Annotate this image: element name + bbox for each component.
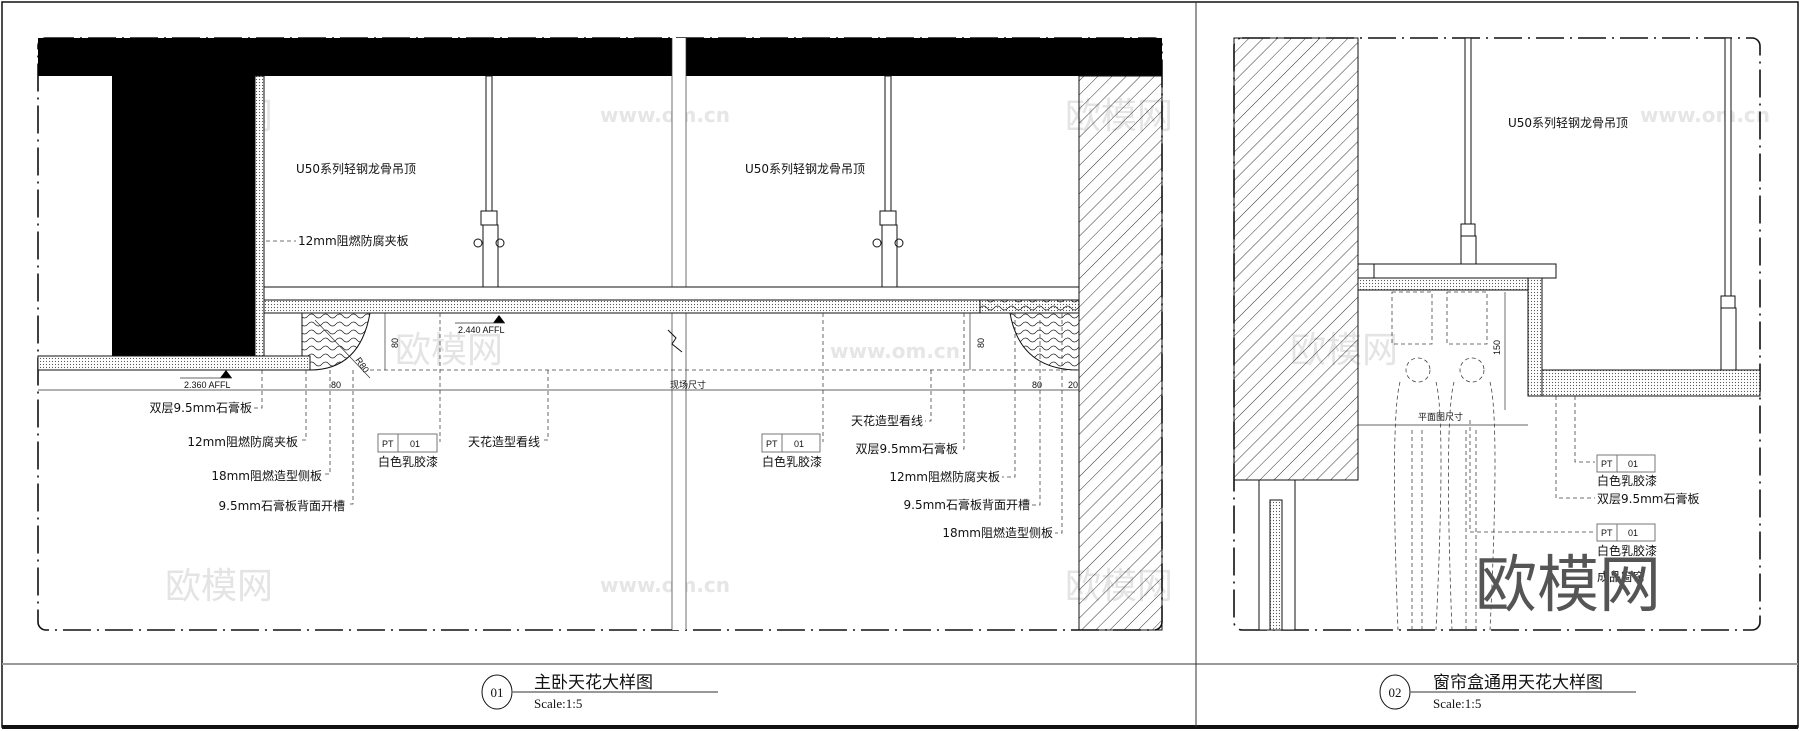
leader-label: 天花造型看线: [468, 434, 540, 449]
hatched-wall: [1078, 75, 1163, 631]
lower-ceiling-board: [1541, 369, 1761, 397]
paint-tag-left: PT 01 白色乳胶漆: [377, 433, 438, 469]
watermark-url: www.om.cn: [600, 573, 730, 597]
detail-title: 窗帘盒通用天花大样图: [1433, 673, 1603, 693]
leader-label: 12mm阻燃防腐夹板: [889, 469, 1000, 484]
detail-scale: Scale:1:5: [1433, 696, 1481, 711]
wood-block: [1357, 263, 1375, 279]
window-frame: [1258, 479, 1296, 631]
watermark-url: www.om.cn: [1640, 103, 1770, 127]
break-strip: [672, 38, 686, 630]
detail-scale: Scale:1:5: [534, 696, 582, 711]
radius-label: R80: [353, 355, 371, 374]
svg-text:PT: PT: [766, 439, 778, 449]
dim-height-left: 80: [390, 338, 400, 348]
detail-title: 主卧天花大样图: [534, 673, 653, 693]
leader-label: 18mm阻燃造型侧板: [942, 525, 1053, 540]
paint-desc: 白色乳胶漆: [762, 454, 822, 469]
wall-plywood: [254, 75, 265, 357]
curtain-tracks: [1391, 291, 1496, 631]
paint-desc: 白色乳胶漆: [1597, 543, 1657, 558]
upper-gypsum-board: [263, 299, 1080, 314]
curtain-box-board: [1357, 277, 1529, 291]
svg-text:01: 01: [794, 439, 804, 449]
paint-tag-1: PT 01 白色乳胶漆: [1596, 454, 1657, 488]
dim-left-80: 80: [331, 380, 341, 390]
detail-02-frame: [1233, 37, 1761, 631]
title-block-02: 02 窗帘盒通用天花大样图 Scale:1:5: [1379, 673, 1636, 711]
leader-label: 12mm阻燃防腐夹板: [187, 434, 298, 449]
left-cove: [301, 312, 371, 371]
right-leaders: 天花造型看线 双层9.5mm石膏板 12mm阻燃防腐夹板 9.5mm石膏板背面开…: [851, 313, 1063, 540]
leader-label: 18mm阻燃造型侧板: [211, 468, 322, 483]
curtain-box-top: [1357, 263, 1557, 279]
leader-label: 9.5mm石膏板背面开槽: [219, 498, 345, 513]
detail-01-drawing: R80 现场尺寸 80 80 20 80 80 2.440 AFFL: [37, 37, 1163, 631]
ceiling-system-label: U50系列轻钢龙骨吊顶: [296, 162, 416, 176]
level-lower: 2.360 AFFL: [184, 380, 231, 390]
ceiling-system-label: U50系列轻钢龙骨吊顶: [745, 162, 865, 176]
leader-label: 双层9.5mm石膏板: [150, 400, 252, 415]
watermark-url: www.om.cn: [830, 339, 960, 363]
svg-text:PT: PT: [382, 439, 394, 449]
svg-text:01: 01: [410, 439, 420, 449]
curtain-label: 成品窗帘: [1597, 569, 1645, 584]
hatched-wall: [1233, 37, 1359, 481]
svg-text:01: 01: [1628, 459, 1638, 469]
hanger-3: [1460, 37, 1477, 265]
dim-150: 150: [1492, 340, 1502, 355]
dim-height-right: 80: [976, 338, 986, 348]
watermark-logo-large: 欧模网: [1475, 548, 1661, 621]
detail-number: 01: [491, 685, 504, 700]
watermark-url: www.om.cn: [600, 103, 730, 127]
hanger-4: [1720, 37, 1737, 371]
ceiling-system-label: U50系列轻钢龙骨吊顶: [1508, 116, 1628, 130]
svg-text:PT: PT: [1601, 459, 1613, 469]
concrete-slab: [38, 38, 1162, 76]
svg-text:01: 01: [1628, 528, 1638, 538]
break-symbol: [667, 329, 683, 353]
leader-label: 天花造型看线: [851, 413, 923, 428]
wall-plywood-label: 12mm阻燃防腐夹板: [298, 233, 409, 248]
concrete-beam: [112, 76, 255, 356]
level-upper: 2.440 AFFL: [458, 325, 505, 335]
svg-text:PT: PT: [1601, 528, 1613, 538]
detail-02-drawing: 平面图尺寸 150 U50系列轻钢龙骨吊顶 PT 01 白色乳胶漆 双层9.5mm…: [1233, 37, 1761, 631]
leader-label: 9.5mm石膏板背面开槽: [904, 497, 1030, 512]
curtain-box-side: [1527, 277, 1543, 397]
title-block-01: 01 主卧天花大样图 Scale:1:5: [481, 673, 718, 711]
lower-gypsum-board: [37, 355, 311, 371]
watermark-logo: 欧模网: [395, 330, 503, 371]
left-leaders: 双层9.5mm石膏板 12mm阻燃防腐夹板 18mm阻燃造型侧板 9.5mm石膏…: [150, 313, 549, 513]
watermark-logo: 欧模网: [165, 566, 273, 607]
hanger-1: [473, 75, 505, 288]
paint-tag-2: PT 01 白色乳胶漆: [1596, 523, 1657, 558]
paint-desc: 白色乳胶漆: [1597, 473, 1657, 488]
dim-gap-20: 20: [1068, 380, 1078, 390]
level-marker-lower: [220, 370, 232, 378]
dim-plan: 平面图尺寸: [1418, 411, 1463, 422]
level-marker-upper: [493, 315, 505, 323]
dim-right-80: 80: [1032, 380, 1042, 390]
leader-label: 双层9.5mm石膏板: [856, 441, 958, 456]
hanger-2: [872, 75, 904, 288]
right-cove: [979, 299, 1080, 371]
ceiling-keel: [263, 286, 1080, 301]
paint-tag-right: PT 01 白色乳胶漆: [761, 313, 824, 469]
paint-desc: 白色乳胶漆: [378, 454, 438, 469]
detail-number: 02: [1389, 685, 1402, 700]
dim-site: 现场尺寸: [670, 379, 706, 390]
board-label: 双层9.5mm石膏板: [1597, 491, 1699, 506]
